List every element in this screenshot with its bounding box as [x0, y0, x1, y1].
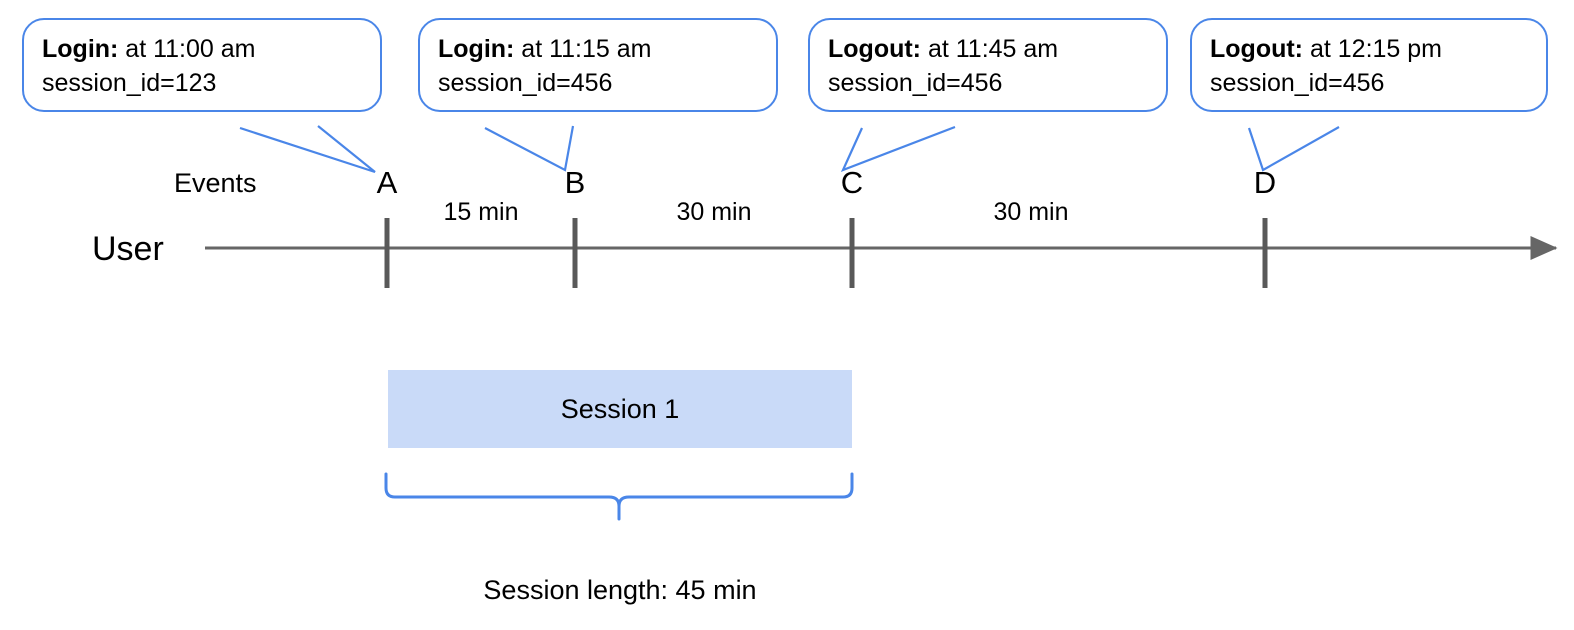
event-letter-d: D	[1253, 165, 1277, 200]
callout-a-line1: Login: at 11:00 am	[42, 32, 364, 66]
callout-a-kind: Login:	[42, 35, 119, 63]
callout-d-line1: Logout: at 12:15 pm	[1210, 32, 1530, 66]
callout-b-line1: Login: at 11:15 am	[438, 32, 760, 66]
callout-a-line2: session_id=123	[42, 69, 217, 97]
event-callout-d[interactable]: Logout: at 12:15 pm session_id=456	[1190, 18, 1548, 112]
event-letter-a: A	[376, 165, 398, 200]
interval-label-bc: 30 min	[676, 198, 752, 226]
callout-tail-a	[239, 125, 376, 174]
callout-b-line2: session_id=456	[438, 69, 613, 97]
event-letter-b: B	[564, 165, 586, 200]
event-callout-a[interactable]: Login: at 11:00 am session_id=123	[22, 18, 382, 112]
callout-c-time: at 11:45 am	[921, 35, 1059, 63]
event-letter-c: C	[840, 165, 864, 200]
events-row-label: Events	[174, 168, 257, 198]
callout-b-kind: Login:	[438, 35, 515, 63]
event-callout-b[interactable]: Login: at 11:15 am session_id=456	[418, 18, 778, 112]
callout-tail-c	[840, 125, 956, 172]
callout-c-kind: Logout:	[828, 35, 922, 63]
session-bar[interactable]: Session 1	[388, 370, 852, 448]
callout-d-time: at 12:15 pm	[1303, 35, 1442, 63]
callout-tail-d	[1247, 126, 1340, 172]
session-bar-label: Session 1	[560, 393, 680, 424]
callout-c-line2: session_id=456	[828, 69, 1003, 97]
callout-d-kind: Logout:	[1210, 35, 1304, 63]
session-brace	[384, 472, 854, 521]
callout-tail-b	[484, 125, 575, 172]
interval-label-ab: 15 min	[443, 198, 519, 226]
session-length-caption: Session length: 45 min	[483, 575, 757, 605]
event-callout-c[interactable]: Logout: at 11:45 am session_id=456	[808, 18, 1168, 112]
callout-a-time: at 11:00 am	[118, 35, 256, 63]
interval-label-cd: 30 min	[993, 198, 1069, 226]
callout-d-line2: session_id=456	[1210, 69, 1385, 97]
user-lane-label: User	[92, 230, 164, 268]
callout-c-line1: Logout: at 11:45 am	[828, 32, 1150, 66]
callout-b-time: at 11:15 am	[514, 35, 652, 63]
